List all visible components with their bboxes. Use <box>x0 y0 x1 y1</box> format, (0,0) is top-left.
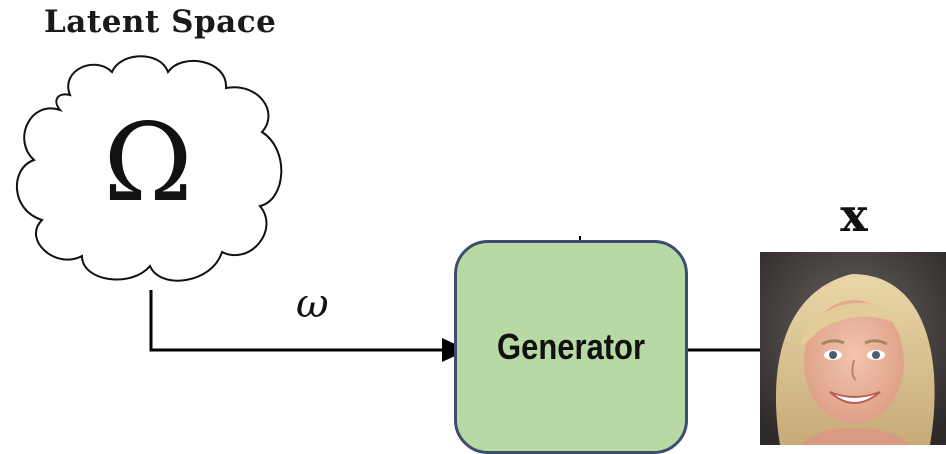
generator-box: Generator <box>454 240 688 454</box>
output-label: x <box>840 188 868 242</box>
latent-to-generator-arrow <box>149 290 446 352</box>
edge-label-omega: ω <box>296 281 329 327</box>
face-photo-icon <box>760 252 946 445</box>
latent-space-symbol: Ω <box>103 101 193 226</box>
diagram-title: Latent Space <box>44 4 277 40</box>
generator-label: Generator <box>497 326 645 367</box>
latent-space-cloud <box>15 55 283 282</box>
